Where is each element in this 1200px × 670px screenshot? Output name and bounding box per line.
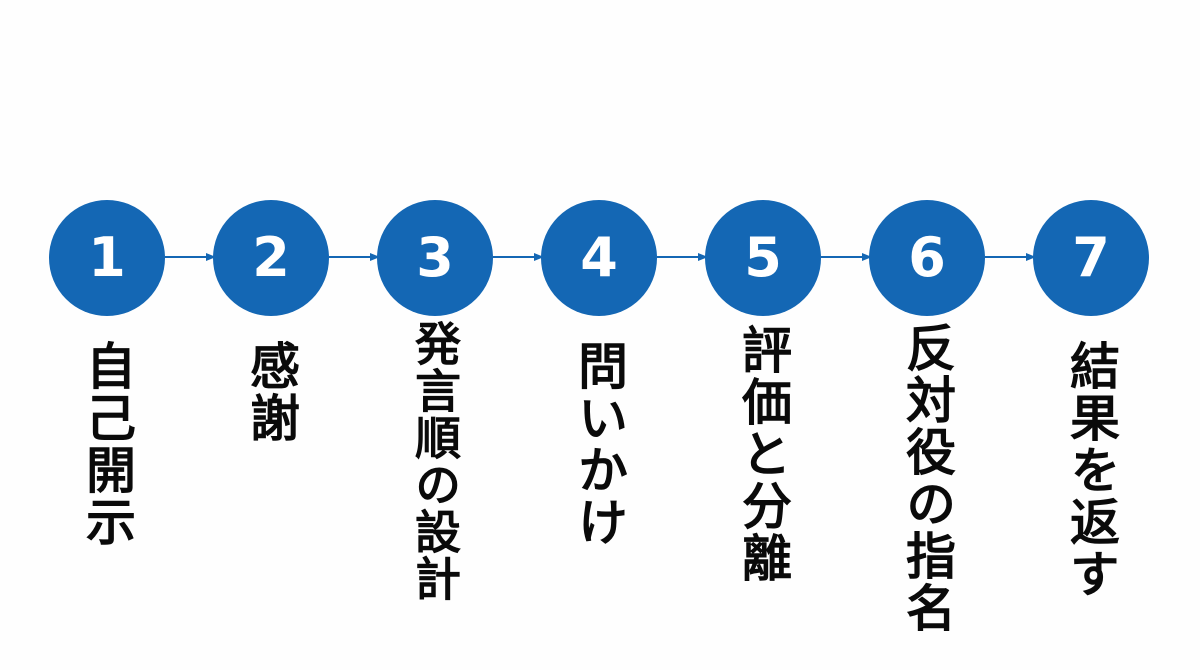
- step-label: 反対役の指名: [898, 322, 956, 634]
- step-label: 感謝: [242, 340, 300, 444]
- step-4: 4 問いかけ: [541, 200, 657, 548]
- step-number-circle: 1: [49, 200, 165, 316]
- step-3: 3 発言順の設計: [377, 200, 493, 602]
- step-6: 6 反対役の指名: [869, 200, 985, 634]
- step-label: 発言順の設計: [408, 320, 462, 602]
- step-number: 2: [252, 226, 290, 289]
- step-number: 6: [908, 226, 946, 289]
- step-label: 自己開示: [78, 340, 136, 548]
- step-number: 4: [580, 226, 618, 289]
- step-number-circle: 6: [869, 200, 985, 316]
- step-5: 5 評価と分離: [705, 200, 821, 584]
- step-7: 7 結果を返す: [1033, 200, 1149, 600]
- step-number-circle: 5: [705, 200, 821, 316]
- step-number: 1: [88, 226, 126, 289]
- step-number-circle: 7: [1033, 200, 1149, 316]
- step-number: 7: [1072, 226, 1110, 289]
- step-number-circle: 3: [377, 200, 493, 316]
- step-label: 結果を返す: [1062, 340, 1120, 600]
- step-number: 3: [416, 226, 454, 289]
- step-number-circle: 4: [541, 200, 657, 316]
- step-1: 1 自己開示: [49, 200, 165, 548]
- step-label: 評価と分離: [734, 324, 792, 584]
- step-number-circle: 2: [213, 200, 329, 316]
- step-number: 5: [744, 226, 782, 289]
- step-2: 2 感謝: [213, 200, 329, 444]
- step-label: 問いかけ: [570, 340, 628, 548]
